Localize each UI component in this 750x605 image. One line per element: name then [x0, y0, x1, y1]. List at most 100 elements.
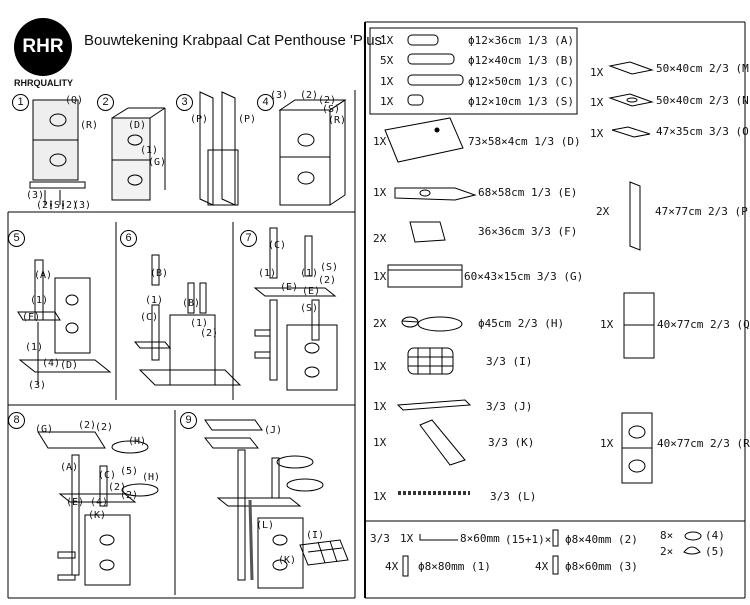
callout-label: (Q)	[65, 95, 84, 106]
callout-label: (L)	[256, 520, 275, 531]
step-number: 5	[8, 230, 25, 247]
part-spec: 40×77cm 2/3 (Q)	[657, 318, 750, 331]
callout-label: (R)	[328, 115, 347, 126]
part-qty: 1X	[373, 490, 387, 503]
callout-label: (1)	[145, 295, 164, 306]
part-qty: 5X	[380, 54, 394, 67]
callout-label: (2)	[95, 422, 114, 433]
part-qty: 8×	[660, 529, 674, 542]
callout-label: (3)	[73, 200, 92, 211]
part-qty: 1X	[590, 66, 604, 79]
part-spec: ϕ8×60mm (3)	[565, 560, 638, 573]
callout-label: (1)	[25, 342, 44, 353]
part-qty: 4X	[535, 560, 549, 573]
page-title: Bouwtekening Krabpaal Cat Penthouse 'Plu…	[84, 32, 385, 49]
callout-label: (G)	[148, 157, 167, 168]
step-number: 7	[240, 230, 257, 247]
callout-label: (1)	[300, 268, 319, 279]
part-spec: 3/3 (I)	[486, 355, 533, 368]
part-spec: ϕ45cm 2/3 (H)	[478, 317, 565, 330]
part-qty: 1X	[373, 400, 387, 413]
callout-label: (D)	[60, 360, 79, 371]
part-spec: (5)	[705, 545, 725, 558]
callout-label: (S)	[322, 104, 341, 115]
part-spec: ϕ12×36cm 1/3 (A)	[468, 34, 574, 47]
part-qty: 1X	[590, 127, 604, 140]
part-qty: 1X	[600, 318, 614, 331]
callout-label: (R)	[80, 120, 99, 131]
callout-label: (P)	[238, 114, 257, 125]
part-spec: ϕ12×40cm 1/3 (B)	[468, 54, 574, 67]
part-qty: 4X	[385, 560, 399, 573]
callout-label: (2)	[318, 95, 337, 106]
callout-label: (S)	[300, 303, 319, 314]
callout-label: (A)	[60, 462, 79, 473]
callout-label: (H)	[142, 472, 161, 483]
part-spec: 36×36cm 3/3 (F)	[478, 225, 578, 238]
callout-label: (E)	[66, 497, 85, 508]
part-spec: 3/3 (K)	[488, 436, 535, 449]
callout-label: (C)	[140, 312, 159, 323]
callout-label: (I)	[306, 530, 325, 541]
part-spec: (4)	[705, 529, 725, 542]
step-number: 3	[176, 94, 193, 111]
rhr-logo: RHR	[14, 18, 72, 76]
callout-label: (1)	[190, 318, 209, 329]
callout-label: (A)	[34, 270, 53, 281]
part-spec: 8×60mm	[460, 532, 500, 545]
callout-label: (C)	[98, 470, 117, 481]
callout-label: (4)	[42, 358, 61, 369]
part-qty: 1X	[380, 75, 394, 88]
callout-label: (4)	[90, 497, 109, 508]
part-spec: 50×40cm 2/3 (M)	[656, 62, 750, 75]
callout-label: (K)	[278, 555, 297, 566]
step-number: 8	[8, 412, 25, 429]
callout-label: (1)	[140, 145, 159, 156]
part-spec: 3/3 (L)	[490, 490, 537, 503]
part-qty: 1X	[600, 437, 614, 450]
part-spec: 68×58cm 1/3 (E)	[478, 186, 578, 199]
part-qty: 1X	[380, 34, 394, 47]
brand-name: RHRQUALITY	[14, 78, 73, 88]
part-spec: ϕ12×10cm 1/3 (S)	[468, 95, 574, 108]
callout-label: (2)	[200, 328, 219, 339]
callout-label: (3)	[270, 90, 289, 101]
part-qty: (15+1)×	[505, 533, 552, 546]
part-spec: 47×77cm 2/3 (P)	[655, 205, 750, 218]
part-spec: ϕ8×40mm (2)	[565, 533, 638, 546]
callout-label: (2)	[318, 275, 337, 286]
part-qty: 2X	[596, 205, 610, 218]
part-spec: 40×77cm 2/3 (R)	[657, 437, 750, 450]
callout-label: (2)	[60, 200, 79, 211]
part-qty: 2X	[373, 232, 387, 245]
callout-label: (5)	[120, 466, 139, 477]
hardware-box-label: 3/3	[370, 532, 390, 545]
part-spec: ϕ8×80mm (1)	[418, 560, 491, 573]
callout-label: (E)	[280, 282, 299, 293]
callout-label: (3)	[26, 190, 45, 201]
part-qty: 1X	[400, 532, 414, 545]
callout-label: (B)	[182, 298, 201, 309]
callout-label: (C)	[268, 240, 287, 251]
part-qty: 1X	[373, 186, 387, 199]
callout-label: (J)	[264, 425, 283, 436]
part-spec: 50×40cm 2/3 (N)	[656, 94, 750, 107]
callout-label: (S)	[320, 262, 339, 273]
part-qty: 1X	[380, 95, 394, 108]
callout-label: (G)	[35, 424, 54, 435]
part-qty: 2×	[660, 545, 674, 558]
part-spec: 73×58×4cm 1/3 (D)	[468, 135, 581, 148]
part-qty: 1X	[590, 96, 604, 109]
callout-label: (F)	[22, 312, 41, 323]
callout-label: (E)	[302, 286, 321, 297]
callout-label: (2)	[78, 420, 97, 431]
step-number: 9	[180, 412, 197, 429]
callout-label: (2)	[120, 490, 139, 501]
part-spec: 47×35cm 3/3 (O)	[656, 125, 750, 138]
callout-label: (2)	[300, 90, 319, 101]
callout-label: (1)	[30, 295, 49, 306]
callout-label: (H)	[128, 436, 147, 447]
part-qty: 1X	[373, 270, 387, 283]
part-qty: 1X	[373, 360, 387, 373]
callout-label: (S)	[48, 200, 67, 211]
